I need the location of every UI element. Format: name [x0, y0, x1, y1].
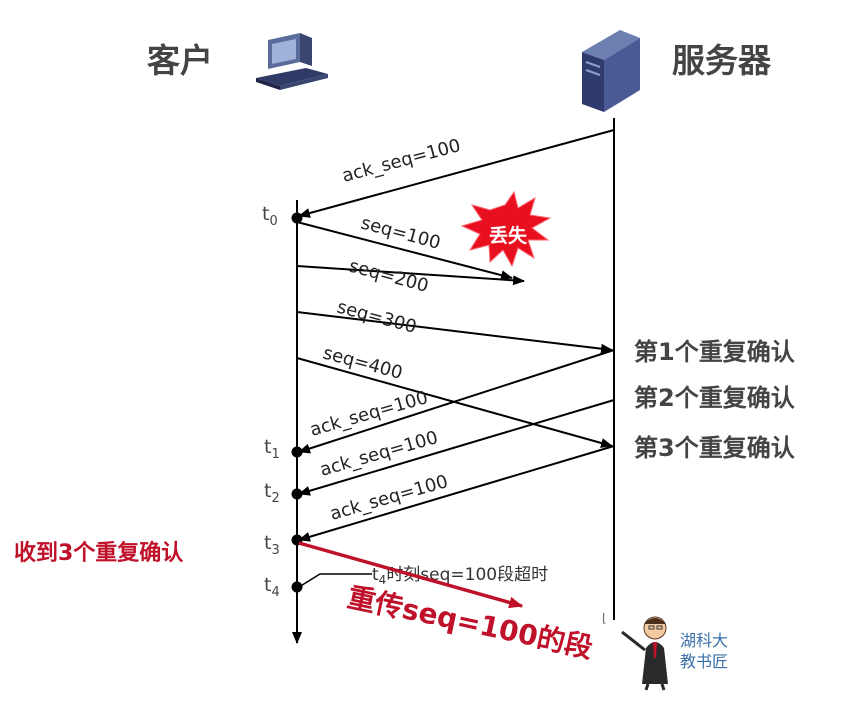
dup-ack3-arrow [298, 445, 615, 542]
time-marker-t1: t1 [264, 436, 303, 462]
lost-label: 丢失 [489, 224, 528, 247]
dup-ack1-arrow [298, 349, 615, 454]
server-tower-icon [582, 30, 640, 112]
server-end-tick: ⌊ [602, 611, 607, 625]
ack-arrow-initial [298, 129, 615, 218]
received-3-dup-acks-note: 收到3个重复确认 [14, 540, 183, 566]
time-marker-t4: t4 [264, 574, 303, 600]
svg-text:t2: t2 [264, 480, 280, 506]
computer-icon [256, 33, 328, 90]
svg-text:t3: t3 [264, 532, 280, 558]
retransmit-label: 重传seq=100的段 [345, 581, 596, 665]
dup-ack2-arrow [298, 399, 615, 496]
svg-text:t1: t1 [264, 436, 280, 462]
watermark-line1: 湖科大 [680, 631, 728, 650]
client-label: 客户 [147, 41, 213, 80]
seq300-label: seq=300 [335, 297, 419, 338]
ack-label-initial: ack_seq=100 [340, 135, 463, 187]
retransmit-arrow [298, 541, 524, 609]
server-label: 服务器 [672, 41, 772, 80]
seq300-arrow [296, 311, 613, 354]
seq100-label: seq=100 [359, 213, 443, 254]
watermark-line2: 教书匠 [680, 652, 728, 671]
lost-burst-icon: 丢失 [460, 190, 552, 268]
timeout-note: t4时刻seq=100段超时 [372, 565, 548, 587]
seq400-label: seq=400 [321, 343, 405, 384]
time-marker-t2: t2 [264, 480, 303, 506]
dup-ack3-note: 第3个重复确认 [634, 434, 795, 462]
seq200-arrow [296, 265, 525, 286]
seq200-label: seq=200 [347, 256, 431, 297]
dup-ack1-note: 第1个重复确认 [634, 338, 795, 366]
timeout-leader-line [298, 573, 372, 588]
svg-text:t0: t0 [262, 203, 278, 229]
teacher-avatar-icon [621, 616, 668, 691]
seq100-arrow [296, 221, 513, 281]
dup-ack2-label: ack_seq=100 [318, 427, 441, 481]
dup-ack2-note: 第2个重复确认 [634, 384, 795, 412]
time-marker-t0: t0 [262, 203, 303, 229]
svg-text:t4: t4 [264, 574, 280, 600]
